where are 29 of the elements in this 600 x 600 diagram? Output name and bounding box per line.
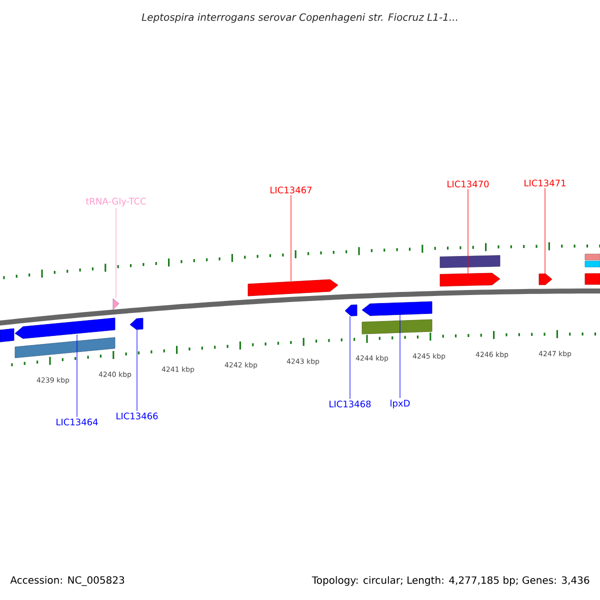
- feature-bar: [584, 273, 600, 285]
- leader-line: [544, 188, 546, 274]
- gene-feature: [538, 274, 552, 286]
- gene-label: LIC13466: [116, 412, 158, 420]
- gene-label: LIC13470: [448, 180, 489, 188]
- feature-bar: [0, 328, 14, 342]
- trna-marker: [112, 298, 120, 310]
- gene-label: LIC13464: [56, 418, 98, 426]
- feature-bar: [14, 337, 116, 358]
- title: Leptospira interrogans serovar Copenhageni str. Fiocruz L1-1...: [142, 13, 458, 23]
- feature-bar: [440, 255, 500, 268]
- gene-feature: [362, 301, 432, 316]
- feature-bar: [584, 260, 600, 268]
- gene-label: LIC13471: [524, 180, 566, 186]
- gene-label: lpxD: [390, 400, 410, 408]
- gene-label: tRNA-Gly-TCC: [86, 198, 146, 206]
- footer-text: Topology: circular; Length: 4,277,185 bp; Genes: 3,436: [312, 576, 590, 586]
- gene-feature: [344, 304, 358, 316]
- gene-label: LIC13468: [330, 400, 371, 408]
- gene-feature: [130, 318, 144, 330]
- leader-line: [136, 330, 138, 412]
- gene-feature: [440, 272, 500, 286]
- leader-line: [290, 194, 292, 282]
- footer-text: Accession: NC_005823: [10, 576, 124, 586]
- gene-label: LIC13467: [270, 186, 312, 194]
- gene-feature: [248, 279, 338, 296]
- feature-bar: [362, 319, 432, 334]
- leader-line: [76, 334, 78, 418]
- feature-bar: [584, 254, 600, 260]
